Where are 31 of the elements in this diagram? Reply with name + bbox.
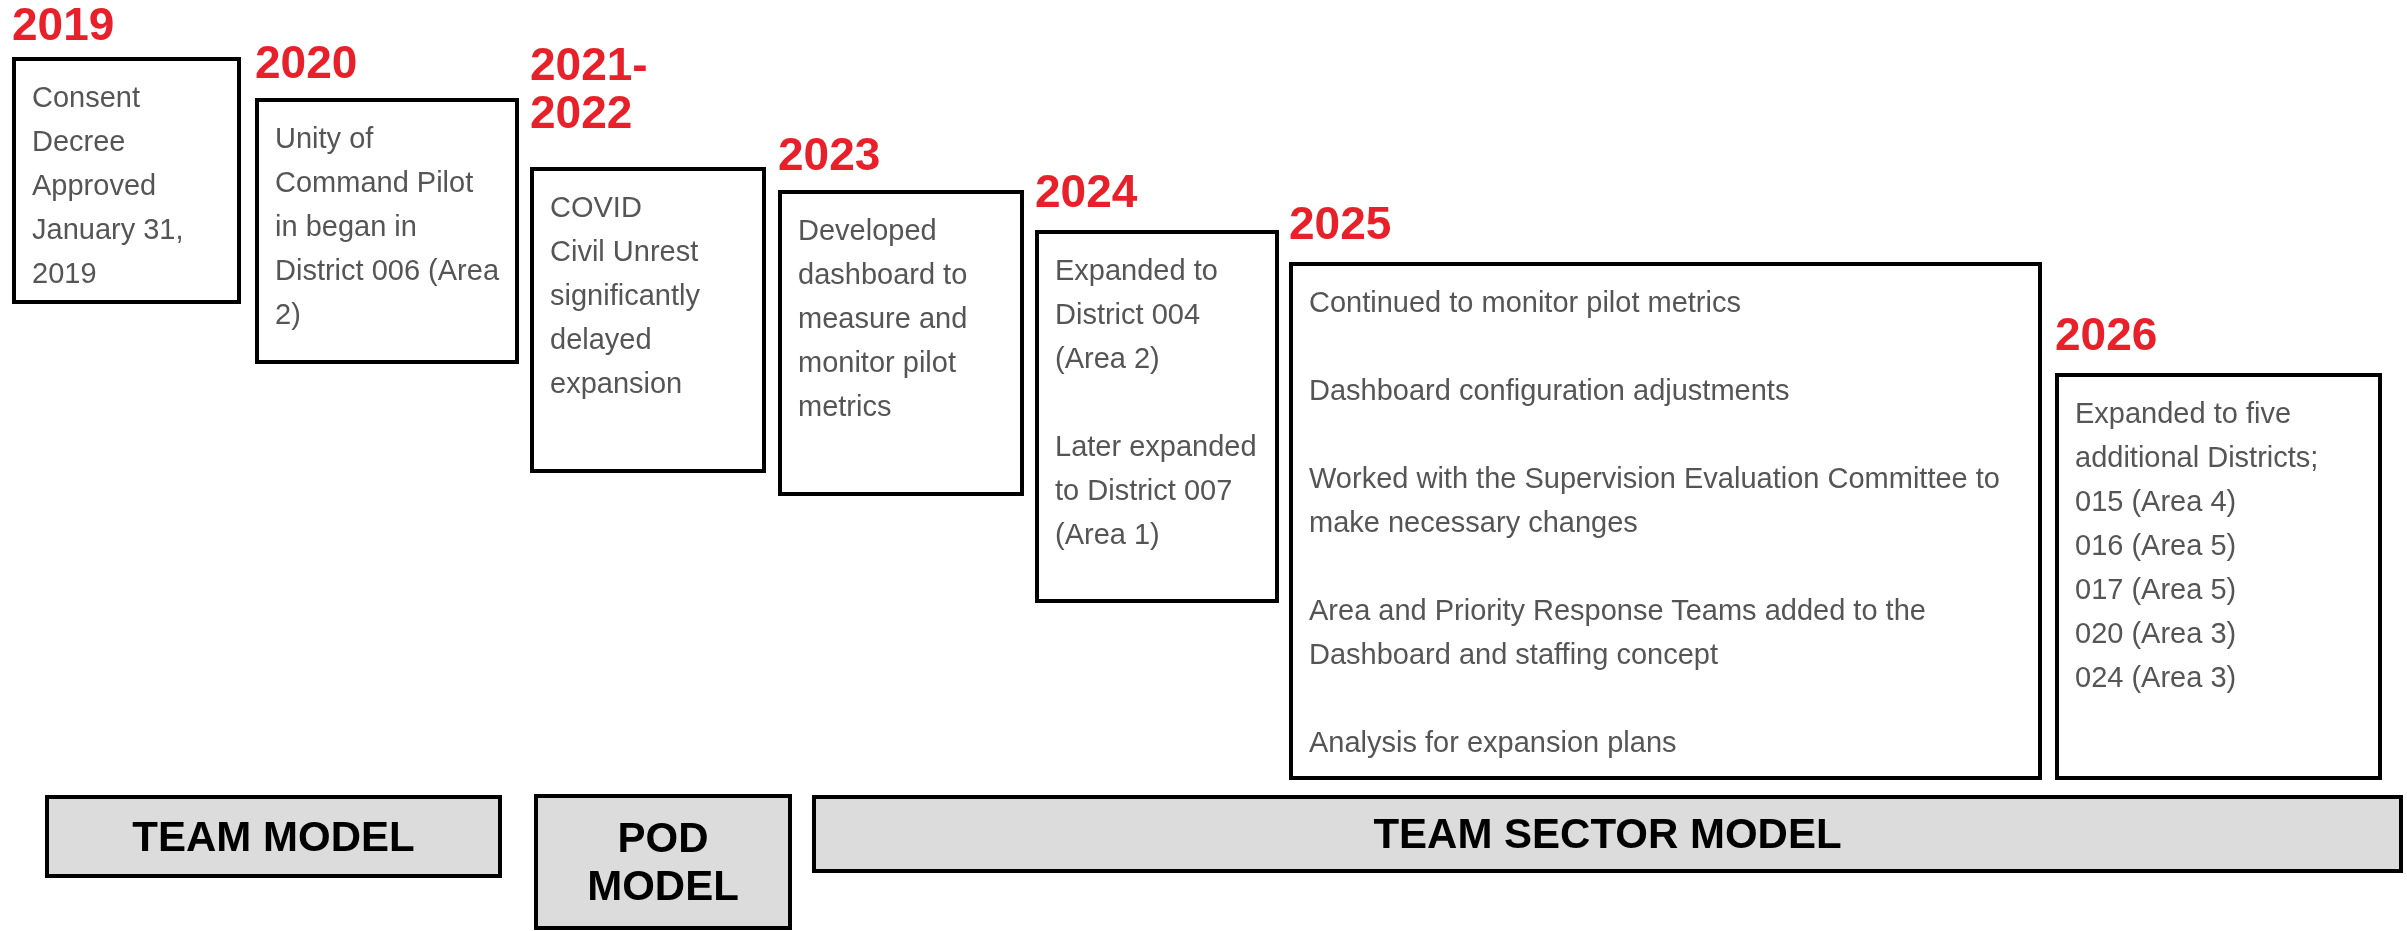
event-text: 024 (Area 3) xyxy=(2075,660,2238,695)
event-text: Civil Unrest significantly delayed expansion xyxy=(550,234,701,401)
event-text: 017 (Area 5) xyxy=(2075,572,2238,607)
event-text: COVID xyxy=(550,190,643,225)
event-text: Expanded to District 004 (Area 2) xyxy=(1055,253,1219,376)
year-heading: 2023 xyxy=(778,130,882,178)
event-text: 015 (Area 4) xyxy=(2075,484,2238,519)
event-text: Area and Priority Response Teams added to the Dashboard and staffing concept xyxy=(1309,593,1927,672)
event-text: Expanded to five additional Districts; xyxy=(2075,396,2320,475)
model-band xyxy=(45,795,502,878)
event-text: 016 (Area 5) xyxy=(2075,528,2238,563)
event-text: Developed dashboard to measure and monitor pilot metrics xyxy=(798,213,969,424)
event-text: Later expanded to District 007 (Area 1) xyxy=(1055,429,1258,552)
year-heading: 2026 xyxy=(2055,310,2159,358)
year-heading: 2021-2022 xyxy=(530,40,649,136)
model-label: POD MODEL xyxy=(586,814,740,910)
event-text: Continued to monitor pilot metrics xyxy=(1309,285,1742,320)
model-band xyxy=(812,795,2403,873)
event-text: Unity of Command Pilot in began in District 006 (Area 2) xyxy=(275,121,499,332)
event-text: Dashboard configuration adjustments xyxy=(1309,373,1791,408)
model-band xyxy=(534,794,792,930)
year-heading: 2025 xyxy=(1289,199,1393,247)
year-heading: 2020 xyxy=(255,38,359,86)
event-text: 020 (Area 3) xyxy=(2075,616,2238,651)
event-text: Worked with the Supervision Evaluation Committee to make necessary changes xyxy=(1309,461,2001,540)
year-heading: 2024 xyxy=(1035,167,1139,215)
model-label: TEAM SECTOR MODEL xyxy=(1373,810,1842,858)
event-text: Analysis for expansion plans xyxy=(1309,725,1678,760)
event-text: Consent Decree Approved January 31, 2019 xyxy=(32,80,185,291)
model-label: TEAM MODEL xyxy=(132,812,415,861)
year-heading: 2019 xyxy=(12,0,116,48)
